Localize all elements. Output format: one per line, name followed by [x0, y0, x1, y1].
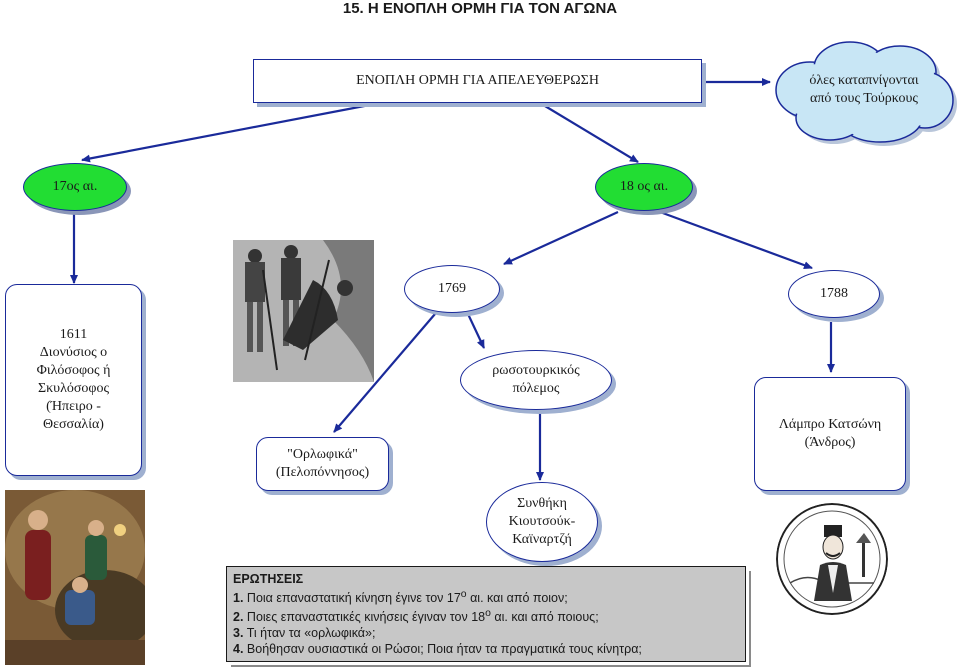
question-4-number: 4. — [233, 642, 244, 657]
arrow-1769-to-russoturkish — [467, 313, 485, 349]
century-18-oval: 18 ος αι. — [595, 163, 693, 211]
katsonis-place: (Άνδρος) — [804, 435, 856, 450]
russoturkish-line-2: πόλεμος — [512, 381, 560, 396]
question-1: 1. Ποια επαναστατική κίνηση έγινε τον 17… — [233, 587, 739, 606]
dionysios-line-2: Διονύσιος ο — [39, 345, 108, 360]
question-2-tail: αι. και από ποιους; — [490, 610, 599, 625]
dionysios-year: 1611 — [59, 327, 88, 342]
orlofika-title: "Ορλωφικά" — [287, 447, 358, 462]
question-3: 3. Τι ήταν τα «ορλωφικά»; — [233, 625, 739, 641]
russoturkish-war-oval: ρωσοτουρκικός πόλεμος — [460, 350, 612, 410]
question-4-text: Βοήθησαν ουσιαστικά οι Ρώσοι; Ποια ήταν … — [246, 642, 642, 657]
cloud-line-1: όλες καταπνίγονται — [809, 73, 919, 88]
questions-panel: ΕΡΩΤΗΣΕΙΣ 1. Ποια επαναστατική κίνηση έγ… — [226, 566, 746, 662]
question-3-number: 3. — [233, 626, 244, 641]
arrow-main-to-18th — [539, 102, 639, 163]
arrow-main-to-17th — [81, 101, 381, 163]
question-2-number: 2. — [233, 610, 244, 625]
katsonis-box: Λάμπρο Κατσώνη (Άνδρος) — [754, 377, 906, 491]
question-1-sup: ο — [460, 589, 467, 600]
arrow-18th-to-1788 — [659, 210, 813, 270]
orlofika-box: "Ορλωφικά" (Πελοπόννησος) — [256, 437, 389, 491]
question-2-text: Ποιες επαναστατικές κινήσεις έγιναν τον … — [246, 610, 486, 625]
question-2: 2. Ποιες επαναστατικές κινήσεις έγιναν τ… — [233, 606, 739, 625]
question-1-text: Ποια επαναστατική κίνηση έγινε τον 17 — [246, 591, 461, 606]
question-1-tail: αι. και από ποιον; — [466, 591, 568, 606]
orlofika-region: (Πελοπόννησος) — [275, 465, 370, 480]
engraving-rebels-illustration — [233, 240, 374, 382]
dionysios-line-3: Φιλόσοφος ή — [36, 363, 111, 378]
cave-painting-illustration — [5, 490, 145, 665]
main-topic-label: ΕΝΟΠΛΗ ΟΡΜΗ ΓΙΑ ΑΠΕΛΕΥΘΕΡΩΣΗ — [356, 73, 599, 88]
century-18-label: 18 ος αι. — [619, 179, 669, 194]
katsonis-portrait-illustration — [776, 503, 888, 615]
dionysios-line-6: Θεσσαλία) — [43, 417, 104, 432]
question-3-text: Τι ήταν τα «ορλωφικά»; — [246, 626, 376, 641]
russoturkish-line-1: ρωσοτουρκικός — [492, 363, 580, 378]
year-1788-label: 1788 — [820, 286, 848, 301]
cloud-line-2: από τους Τούρκους — [810, 91, 918, 106]
century-17-oval: 17ος αι. — [23, 163, 127, 211]
cloud-shape — [775, 41, 957, 146]
treaty-line-2: Κιουτσούκ- — [508, 514, 576, 529]
dionysios-line-4: Σκυλόσοφος — [37, 381, 110, 396]
page-title: 15. Η ΕΝΟΠΛΗ ΟΡΜΗ ΓΙΑ ΤΟΝ ΑΓΩΝΑ — [342, 0, 618, 17]
katsonis-portrait-medallion — [776, 503, 888, 615]
year-1769-oval: 1769 — [404, 265, 500, 313]
question-2-sup: ο — [485, 608, 491, 620]
dionysios-line-5: (Ήπειρο - — [46, 399, 101, 414]
engraving-rebels-image — [233, 240, 374, 382]
arrow-18th-to-1769 — [503, 210, 619, 266]
treaty-line-1: Συνθήκη — [517, 496, 567, 511]
year-1769-label: 1769 — [438, 281, 466, 296]
dionysios-box: 1611 Διονύσιος ο Φιλόσοφος ή Σκυλόσοφος … — [5, 284, 142, 476]
cloud-text: όλες καταπνίγονται από τους Τούρκους — [778, 68, 950, 112]
treaty-oval: Συνθήκη Κιουτσούκ- Καϊναρτζή — [486, 482, 598, 562]
katsonis-name: Λάμπρο Κατσώνη — [778, 417, 882, 432]
question-4: 4. Βοήθησαν ουσιαστικά οι Ρώσοι; Ποια ήτ… — [233, 641, 739, 657]
main-topic-box: ΕΝΟΠΛΗ ΟΡΜΗ ΓΙΑ ΑΠΕΛΕΥΘΕΡΩΣΗ — [253, 59, 702, 103]
treaty-line-3: Καϊναρτζή — [512, 532, 572, 547]
century-17-label: 17ος αι. — [52, 179, 98, 194]
question-1-number: 1. — [233, 591, 244, 606]
year-1788-oval: 1788 — [788, 270, 880, 318]
arrow-1769-to-orlofika — [333, 313, 436, 433]
cave-painting-image — [5, 490, 145, 665]
questions-heading: ΕΡΩΤΗΣΕΙΣ — [233, 572, 304, 586]
